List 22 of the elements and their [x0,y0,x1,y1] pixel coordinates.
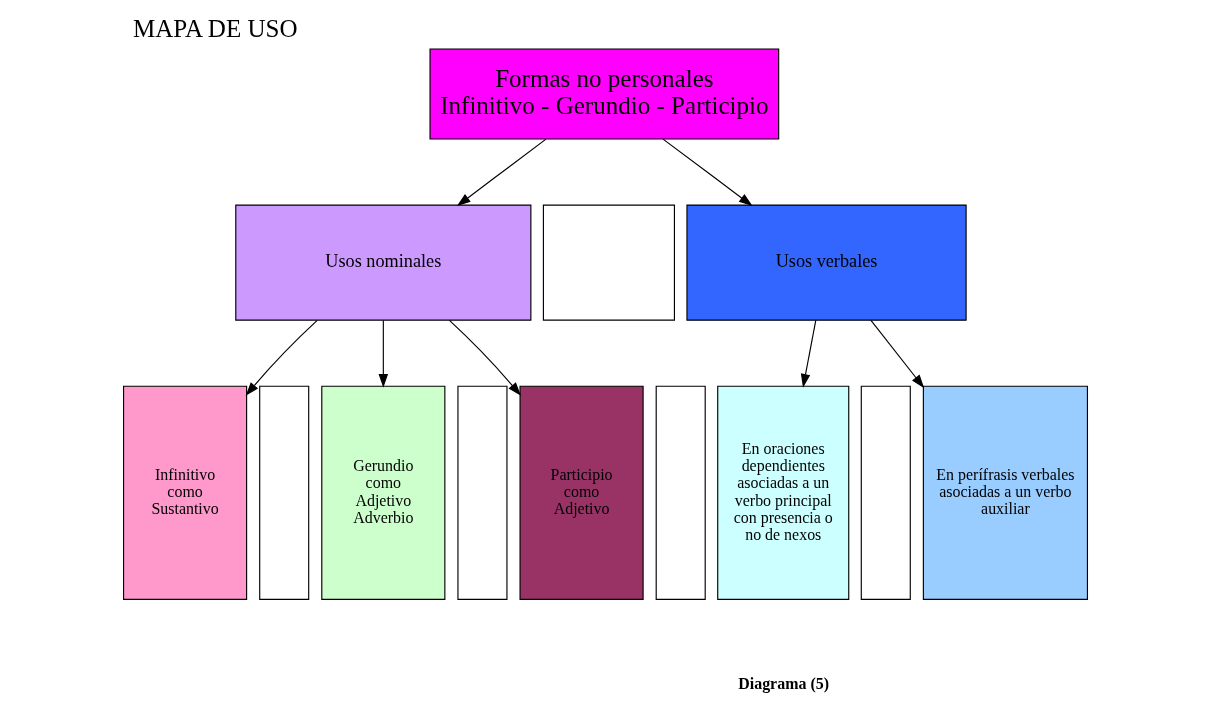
arrow [448,319,521,396]
node-box: Gerundio como Adjetivo Adverbio [321,385,446,600]
node-box: En oraciones dependientes asociadas a un verbo principal con presencia o no de nexos [717,385,850,600]
node-box [457,385,508,600]
arrow [378,319,389,388]
node-box: En perífrasis verbales asociadas a un verbo auxiliar [922,385,1088,600]
node-box [655,385,706,600]
node-box: Usos verbales [686,204,967,321]
node-box: Formas no personales Infinitivo - Gerundio - Participio [429,48,780,140]
diagram-title: MAPA DE USO [132,15,298,43]
node-box: Participio como Adjetivo [519,385,644,600]
arrow [662,138,753,207]
arrow [456,138,547,207]
node-box: Infinitivo como Sustantivo [123,385,248,600]
node-box: Usos nominales [235,204,532,321]
node-box [860,385,911,600]
arrow [870,319,925,389]
node-box [542,204,675,321]
node-box [259,385,310,600]
arrow [245,319,318,396]
arrow [800,319,817,388]
caption: Diagrama (5) [738,675,829,692]
